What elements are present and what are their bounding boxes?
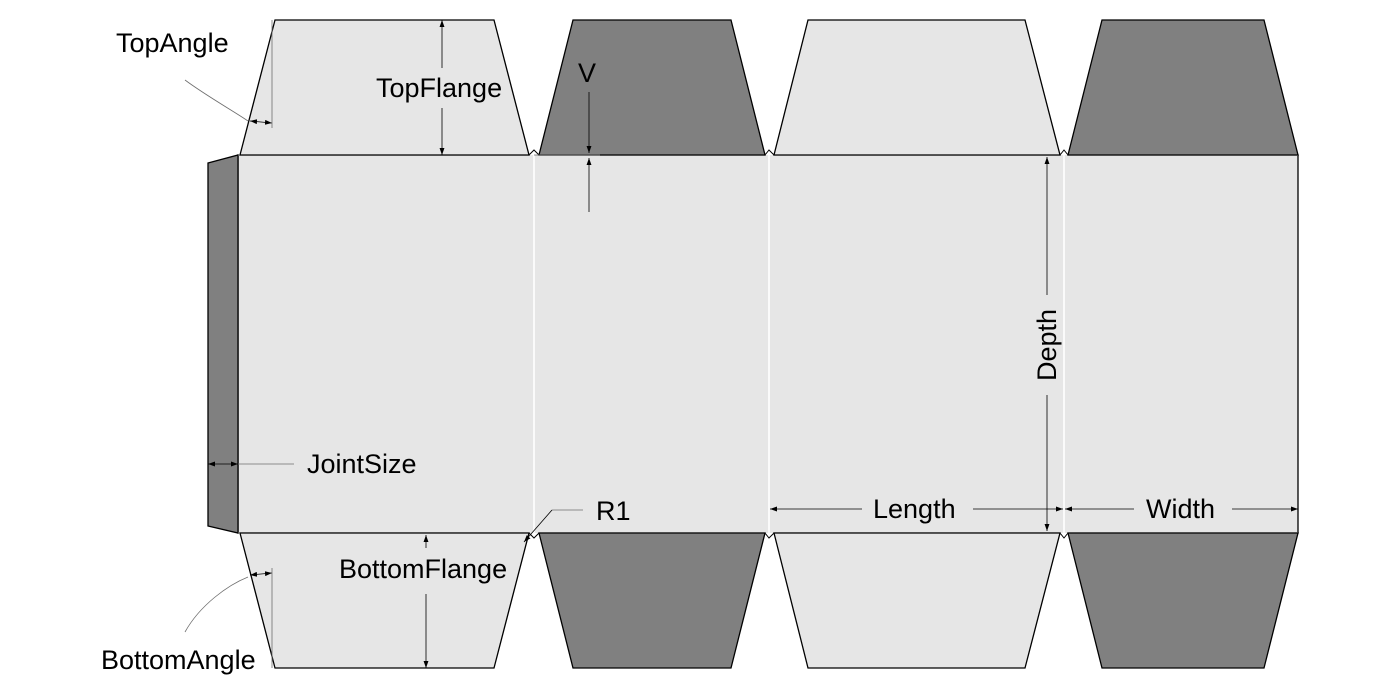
v-notch-top-3: [1059, 149, 1069, 156]
v-dimension: [534, 92, 600, 212]
bottom-flap-2: [538, 532, 766, 669]
bottom-angle-leader: [184, 568, 273, 668]
bottom-flap-3: [773, 532, 1061, 669]
top-flange-label: TopFlange: [376, 73, 502, 103]
v-notch-top-2: [764, 149, 775, 156]
v-notch-bottom-1: [528, 532, 540, 539]
width-label: Width: [1146, 494, 1215, 524]
top-angle-leader: [184, 20, 273, 128]
body-panels: [237, 154, 1299, 534]
joint-size-label: JointSize: [307, 449, 417, 479]
r1-label: R1: [596, 496, 631, 526]
v-notch-top-1: [528, 149, 540, 156]
v-notch-bottom-2: [764, 532, 775, 539]
bottom-flap-4: [1067, 532, 1299, 669]
r1-leader: [523, 509, 583, 543]
body-panel-strip: [237, 154, 1299, 534]
v-notch-bottom-3: [1059, 532, 1069, 539]
length-label: Length: [873, 494, 956, 524]
top-flange-flap-1: [239, 19, 530, 156]
bottom-flaps: [239, 532, 1299, 669]
top-flap-2: [538, 19, 766, 156]
v-label: V: [578, 58, 596, 88]
top-flaps: [239, 19, 1299, 156]
bottom-flange-flap-1: [239, 532, 530, 669]
bottom-angle-label: BottomAngle: [101, 645, 256, 675]
top-flap-3: [773, 19, 1061, 156]
top-angle-label: TopAngle: [116, 28, 229, 58]
bottom-flange-label: BottomFlange: [339, 554, 507, 584]
top-flap-4: [1067, 19, 1299, 156]
depth-label: Depth: [1032, 309, 1062, 381]
glue-joint-flap: [207, 154, 239, 534]
